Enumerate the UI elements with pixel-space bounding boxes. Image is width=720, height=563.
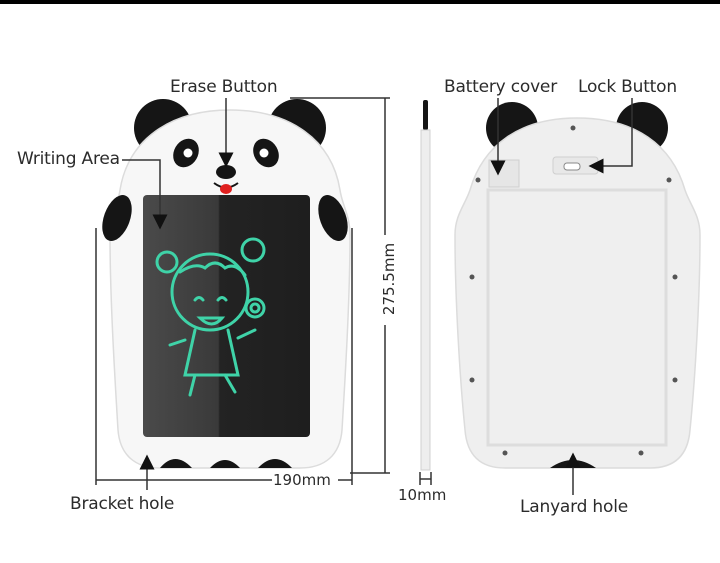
top-border [0, 0, 720, 4]
side-view [420, 100, 431, 471]
erase-button-label: Erase Button [170, 77, 278, 97]
front-view [102, 99, 351, 469]
screen-drawing [155, 237, 266, 397]
battery-cover [488, 159, 520, 188]
left-foot [160, 459, 192, 468]
back-panel-recess [486, 188, 668, 447]
writing-area-label: Writing Area [17, 149, 120, 169]
center-foot [210, 460, 240, 468]
back-view [454, 102, 701, 469]
height-dimension: 275.5mm [380, 242, 398, 316]
right-foot [258, 459, 292, 468]
left-arm [102, 195, 132, 241]
battery-cover-label: Battery cover [444, 77, 557, 97]
lock-button-label: Lock Button [578, 77, 677, 97]
right-arm [318, 195, 348, 241]
writing-area-screen [143, 195, 310, 437]
tongue [220, 184, 232, 194]
width-dimension: 190mm [273, 471, 331, 489]
thickness-dimension: 10mm [398, 486, 447, 504]
bracket-hole-label: Bracket hole [70, 494, 175, 514]
erase-button-nose [216, 165, 236, 179]
lanyard-hole-label: Lanyard hole [520, 497, 628, 517]
